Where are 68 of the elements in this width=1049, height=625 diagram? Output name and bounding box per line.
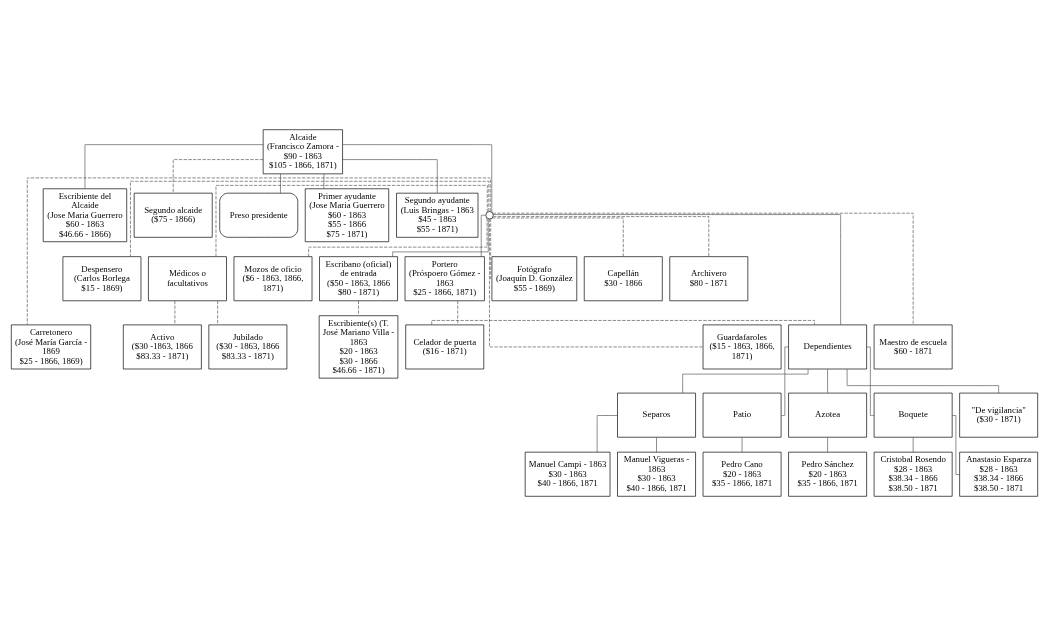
- node-box: Activo ($30 -1863, 1866 $83.33 - 1871): [122, 324, 202, 369]
- node-box: Guardafaroles ($15 - 1863, 1866, 1871): [702, 324, 782, 369]
- node-box: Archivero $80 - 1871: [669, 255, 749, 301]
- connector: [780, 346, 789, 416]
- connector: [130, 180, 490, 257]
- connector: [827, 368, 828, 393]
- connector: [392, 218, 489, 257]
- node-box: Maestro de escuela $60 - 1871: [873, 324, 953, 369]
- node-box: Pedro Cano $20 - 1863 $35 - 1866, 1871: [702, 451, 782, 497]
- connector: [846, 368, 999, 393]
- connector: [492, 213, 841, 325]
- node-box: Escribiente del Alcaide (Jose Maria Guerrero $60 - 1863 $46.66 - 1866): [42, 187, 128, 242]
- connector: [342, 158, 438, 193]
- connector: [323, 173, 325, 189]
- node-circle: [485, 210, 494, 219]
- node-box: Separos: [617, 392, 696, 438]
- connector: [492, 212, 914, 325]
- connector: [308, 217, 488, 257]
- node-box: "De vigilancia" ($30 - 1871): [959, 392, 1039, 438]
- node-box: Despensero (Carlos Borlega $15 - 1869): [62, 255, 142, 301]
- node-box: Manuel Vigueras - 1863 $30 - 1863 $40 - 1866, 1871: [617, 451, 696, 497]
- node-box: Alcaide (Francisco Zamora - $90 - 1863 $105 - 1866, 1871): [262, 128, 343, 174]
- node-box: Carretonero (José María García - 1869 $25 - 1866, 1869): [10, 324, 92, 369]
- node-box: Anastasio Esparza $28 - 1863 $38.34 - 1866 $38.50 - 1871: [959, 451, 1039, 497]
- connector: [431, 319, 815, 325]
- connector: [492, 217, 624, 257]
- connector: [489, 218, 704, 347]
- connector: [26, 177, 491, 325]
- connector: [951, 414, 960, 475]
- connector: [656, 436, 657, 452]
- connector: [682, 368, 809, 393]
- connector: [827, 436, 828, 452]
- node-box: Fotógrafo (Joaquín D. González $55 - 1869): [491, 255, 578, 301]
- node-box: Escribano (oficial) de entrada ($50 - 1863, 1866 $80 - 1871): [319, 255, 398, 301]
- connector: [342, 143, 493, 213]
- connector: [174, 300, 176, 325]
- connector: [457, 300, 459, 325]
- node-box: Boquete: [873, 392, 953, 438]
- node-box: Jubilado ($30 - 1863, 1866 $83.33 - 1871): [208, 324, 288, 369]
- node-box: Portero (Próspoero Gómez - 1863 $25 - 1866, 1871): [404, 255, 485, 301]
- connector: [866, 346, 875, 416]
- connector: [280, 173, 281, 193]
- node-box: Azotea: [788, 392, 867, 438]
- connector: [358, 300, 359, 316]
- node-box: Patio: [702, 392, 782, 438]
- node-box: Celador de puerta ($16 - 1871): [405, 324, 485, 369]
- node-box: Pedro Sánchez $20 - 1863 $35 - 1866, 1871: [788, 451, 867, 497]
- connector: [741, 436, 743, 452]
- node-box: Segundo ayudante (Luis Bringas - 1863 $45 - 1863 $55 - 1871): [396, 192, 479, 238]
- node-box: Médicos o facultativos: [148, 255, 227, 301]
- node-box: Mozos de oficio ($6 - 1863, 1866, 1871): [233, 255, 313, 301]
- connector: [172, 158, 264, 193]
- node-box: Cristobal Rosendo $28 - 1863 $38.34 - 1866 $38.50 - 1871: [873, 451, 953, 497]
- connector: [596, 414, 618, 452]
- connector: [215, 184, 488, 257]
- connector: [480, 214, 487, 257]
- connector: [217, 300, 218, 325]
- node-box: Capellán $30 - 1866: [583, 255, 663, 301]
- connector: [912, 436, 914, 452]
- connector: [492, 215, 710, 257]
- node-box: Dependientes: [788, 324, 867, 369]
- node-box: Segundo alcaide ($75 - 1866): [133, 192, 213, 238]
- node-box: Primer ayudante (Jose Maria Guerrero $60 - 1863 $55 - 1866 $75 - 1871): [304, 187, 390, 242]
- node-box: Escribiente(s) (T. José Mariano Villa - 1863 $20 - 1863 $30 - 1866 $46.66 - 1871): [318, 314, 399, 378]
- connector: [490, 218, 493, 279]
- node-box: Preso presidente: [219, 192, 299, 238]
- node-box: Manuel Campi - 1863 $30 - 1863 $40 - 1866, 1871: [524, 451, 611, 497]
- connector: [84, 143, 264, 189]
